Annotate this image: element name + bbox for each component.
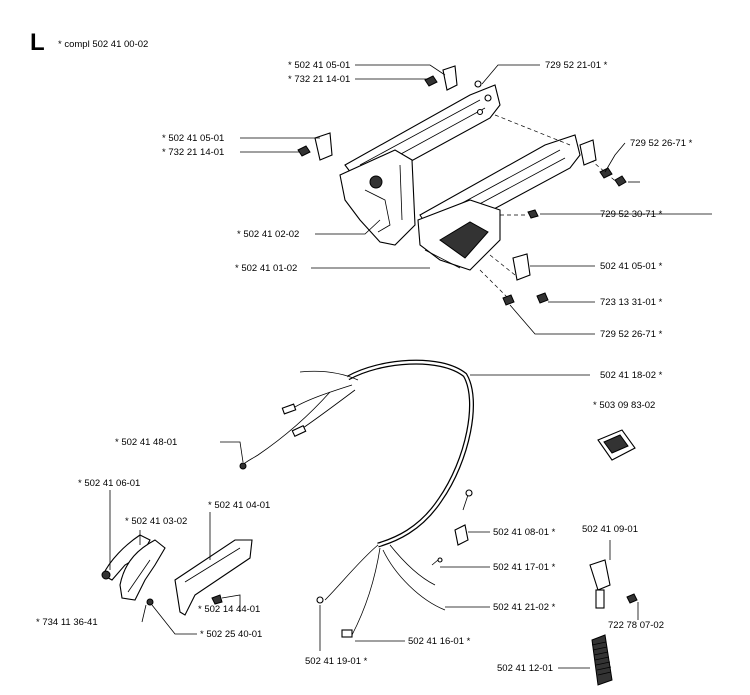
assembly-label: * compl 502 41 00-02 [58, 39, 148, 50]
cable-harness-drawing [239, 359, 474, 638]
part-label: * 502 41 03-02 [125, 516, 187, 527]
part-label: 502 41 05-01 * [600, 261, 663, 272]
part-label: 502 41 21-02 * [493, 602, 556, 613]
part-label: 502 41 09-01 [582, 524, 638, 535]
part-label: * 732 21 14-01 [162, 147, 224, 158]
part-label: 502 41 12-01 [497, 663, 553, 674]
part-label: * 732 21 14-01 [288, 74, 350, 85]
part-label: 502 41 19-01 * [305, 656, 368, 667]
part-label: * 734 11 36-41 [36, 617, 98, 628]
part-label: 729 52 26-71 * [630, 138, 693, 149]
handle-assembly-drawing [297, 65, 627, 306]
part-label: * 502 25 40-01 [200, 629, 262, 640]
part-label: 729 52 26-71 * [600, 329, 663, 340]
part-label: 729 52 21-01 * [545, 60, 608, 71]
part-label: * 502 41 06-01 [78, 478, 140, 489]
part-label: * 502 41 05-01 [288, 60, 350, 71]
part-label: 502 41 17-01 * [493, 562, 556, 573]
switch-drawing [597, 429, 636, 461]
part-label: 729 52 30-71 * [600, 209, 663, 220]
part-label: * 502 41 01-02 [235, 263, 297, 274]
spring-drawing [589, 559, 638, 686]
part-label: * 502 14 44-01 [198, 604, 260, 615]
leader-lines [109, 64, 712, 669]
section-letter: L [30, 29, 45, 56]
part-label: 502 41 16-01 * [408, 636, 471, 647]
part-label: 502 41 18-02 * [600, 370, 663, 381]
lever-drawing [101, 534, 253, 616]
part-labels: * 502 41 05-01 * 732 21 14-01 729 52 21-… [36, 60, 693, 674]
part-label: * 502 41 05-01 [162, 133, 224, 144]
part-label: 502 41 08-01 * [493, 527, 556, 538]
part-label: * 502 41 48-01 [115, 437, 177, 448]
part-label: * 502 41 04-01 [208, 500, 270, 511]
part-label: * 502 41 02-02 [237, 229, 299, 240]
part-label: * 503 09 83-02 [593, 400, 655, 411]
part-label: 723 13 31-01 * [600, 297, 663, 308]
part-label: 722 78 07-02 [608, 620, 664, 631]
